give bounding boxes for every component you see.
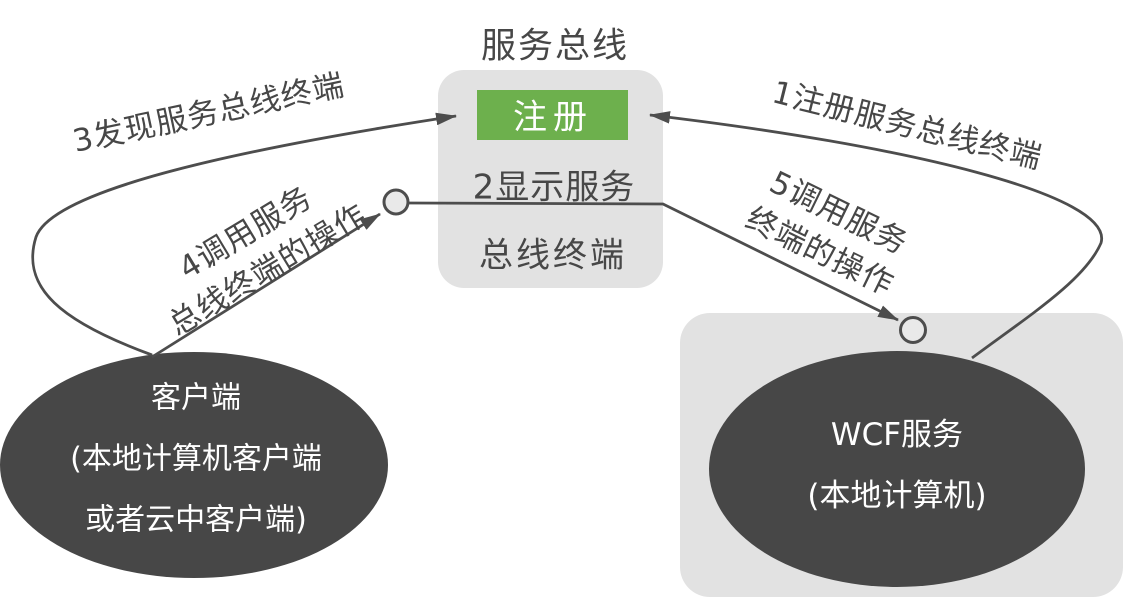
wcf-title: WCF服务 (830, 417, 964, 453)
wcf-subtitle: (本地计算机) (807, 478, 987, 514)
client-ellipse (0, 352, 388, 578)
call-bus-arrow-4 (151, 212, 381, 359)
client-subtitle-line1: (本地计算机客户端 (70, 441, 322, 477)
wcf-node-text: WCF服务 (本地计算机) (807, 405, 986, 527)
bus-endpoint-circle (382, 188, 410, 216)
register-box (477, 90, 628, 140)
service-endpoint-circle (899, 316, 927, 344)
service-bus-display-line1: 2显示服务 (472, 167, 636, 208)
wcf-ellipse (709, 351, 1085, 587)
service-bus-title: 服务总线 (480, 26, 630, 67)
call-service-arrow-5 (408, 201, 899, 322)
client-title: 客户端 (151, 380, 241, 416)
register-label: 注册 (513, 97, 593, 138)
client-subtitle-line2: 或者云中客户端) (85, 502, 307, 538)
client-node-text: 客户端 (本地计算机客户端 或者云中客户端) (70, 368, 322, 551)
register-arc-1 (648, 111, 1103, 360)
discover-arc-3 (31, 112, 458, 357)
service-bus-display-line2: 总线终端 (479, 235, 627, 276)
